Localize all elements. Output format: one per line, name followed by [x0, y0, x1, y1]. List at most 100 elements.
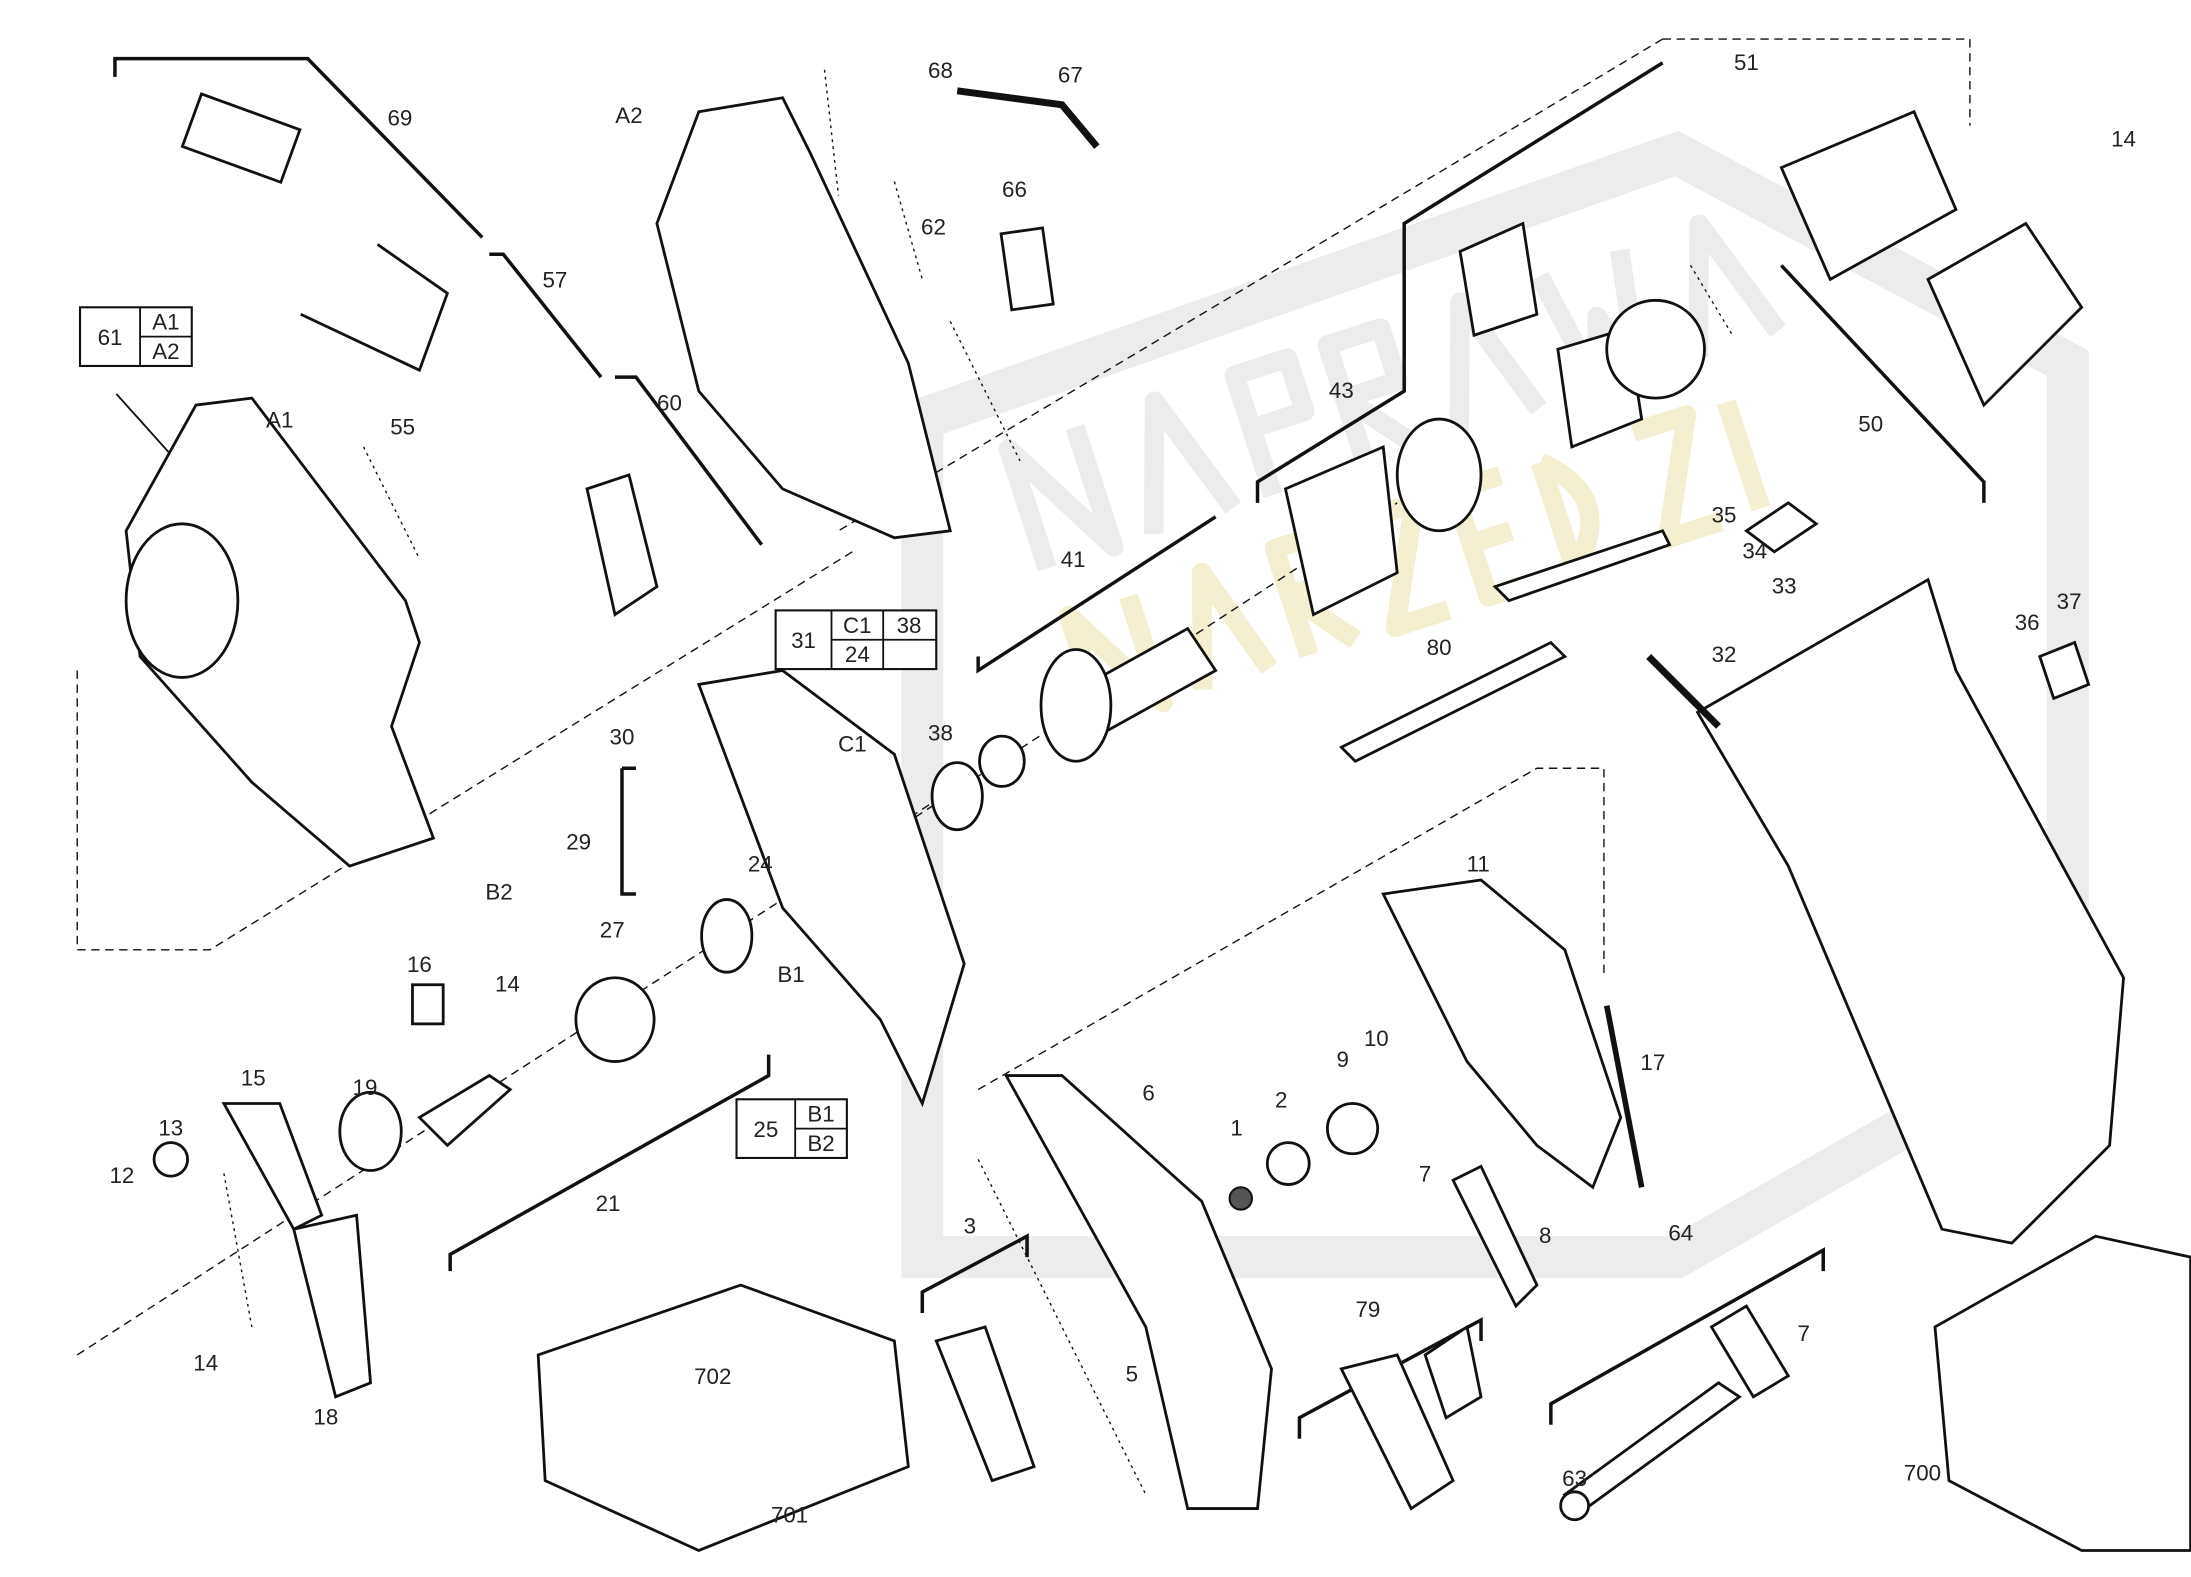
- base-plate-32: [1695, 577, 2125, 1245]
- callout-80: 80: [1427, 635, 1452, 660]
- callout-700: 700: [1904, 1461, 1941, 1486]
- callout-14: 14: [193, 1350, 218, 1375]
- callout-6: 6: [1142, 1081, 1154, 1106]
- callout-8: 8: [1539, 1223, 1551, 1248]
- handle-69: [300, 243, 450, 373]
- o-ring-38: [930, 761, 984, 832]
- callout-702: 702: [694, 1364, 731, 1389]
- parts: [124, 87, 2191, 1552]
- hex-key-67: [956, 87, 1100, 149]
- callout-33: 33: [1772, 574, 1797, 599]
- case-700: [1933, 1234, 2191, 1552]
- case-701: [536, 1283, 910, 1552]
- callout-62: 62: [921, 215, 946, 240]
- callout-36: 36: [2015, 610, 2040, 635]
- callout-37: 37: [2057, 589, 2082, 614]
- bracket-18: [292, 1213, 373, 1399]
- lower-blade-guard-11: [1381, 878, 1623, 1190]
- callout-17: 17: [1640, 1050, 1665, 1075]
- motor-housing-half-a2: [655, 96, 952, 540]
- callout-67: 67: [1058, 62, 1083, 87]
- bolt-33: [1646, 654, 1721, 729]
- knob-35: [1743, 501, 1819, 554]
- callout-32: 32: [1712, 642, 1737, 667]
- ring-19: [338, 1090, 403, 1172]
- callout-7: 7: [1419, 1162, 1431, 1187]
- callout-a2: A2: [615, 103, 642, 128]
- spindle-21: [417, 1073, 513, 1148]
- brackets: [113, 56, 1986, 1439]
- callout-1: 1: [1230, 1116, 1242, 1141]
- electronics-module: [1458, 221, 1539, 338]
- callout-30: 30: [610, 725, 635, 750]
- lever-64: [1562, 1381, 1742, 1511]
- callout-3: 3: [964, 1213, 976, 1238]
- fan: [1039, 648, 1113, 763]
- callout-10: 10: [1364, 1026, 1389, 1051]
- callout-12: 12: [110, 1163, 135, 1188]
- callout-29: 29: [566, 829, 591, 854]
- callout-14: 14: [495, 972, 520, 997]
- upper-blade-guard-c1: [696, 668, 966, 1108]
- lever-handle: [1709, 1304, 1791, 1399]
- callout-60: 60: [657, 391, 682, 416]
- callout-34: 34: [1742, 539, 1767, 564]
- gear: [700, 898, 754, 974]
- motor-housing-half-a1: [124, 396, 436, 868]
- rip-fence-80: [1338, 640, 1568, 763]
- box-main-label: 25: [753, 1117, 778, 1142]
- flange-2: [1265, 1141, 1311, 1186]
- blade-guard-6: [1003, 1074, 1273, 1510]
- sensor-board: [1605, 298, 1706, 400]
- callout-27: 27: [600, 917, 625, 942]
- callout-14: 14: [2111, 127, 2136, 152]
- callout-57: 57: [543, 268, 568, 293]
- callout-35: 35: [1712, 502, 1737, 527]
- box-cell-label: B2: [807, 1131, 834, 1156]
- callout-66: 66: [1002, 177, 1027, 202]
- pin-17: [1603, 1005, 1645, 1188]
- flange-9: [1325, 1102, 1380, 1156]
- label-66: [999, 226, 1055, 312]
- callout-18: 18: [313, 1405, 338, 1430]
- dust-port-79: [1339, 1353, 1455, 1511]
- callout-701: 701: [771, 1503, 808, 1528]
- bearing-housing: [574, 976, 656, 1063]
- callout-55: 55: [390, 414, 415, 439]
- callout-38: 38: [928, 720, 953, 745]
- bearing: [978, 734, 1026, 788]
- box-cell-label: C1: [843, 613, 872, 638]
- callout-c1: C1: [838, 731, 867, 756]
- switch-60: [585, 473, 659, 617]
- callout-19: 19: [353, 1075, 378, 1100]
- motor-cover: [1926, 221, 2084, 408]
- callout-68: 68: [928, 58, 953, 83]
- callout-21: 21: [596, 1191, 621, 1216]
- callout-69: 69: [387, 106, 412, 131]
- rip-fence-arm: [1492, 529, 1672, 603]
- callout-24: 24: [748, 852, 773, 877]
- stator-end-ring: [1395, 417, 1483, 533]
- box-cell-label: A2: [152, 339, 179, 364]
- washer-63: [1559, 1490, 1590, 1522]
- callout-9: 9: [1337, 1047, 1349, 1072]
- watermark-letters-1: [998, 214, 1786, 572]
- guide-3: [934, 1325, 1036, 1483]
- callout-50: 50: [1858, 412, 1883, 437]
- housing-opening: [124, 522, 240, 679]
- callout-16: 16: [407, 952, 432, 977]
- callout-41: 41: [1061, 547, 1086, 572]
- dust-port-cover: [1423, 1324, 1483, 1420]
- box-cell-label: 38: [897, 613, 922, 638]
- callout-b1: B1: [777, 962, 804, 987]
- callout-2: 2: [1275, 1088, 1287, 1113]
- bracket-15: [221, 1102, 324, 1232]
- callout-7: 7: [1797, 1321, 1809, 1346]
- lever-8: [1451, 1164, 1539, 1309]
